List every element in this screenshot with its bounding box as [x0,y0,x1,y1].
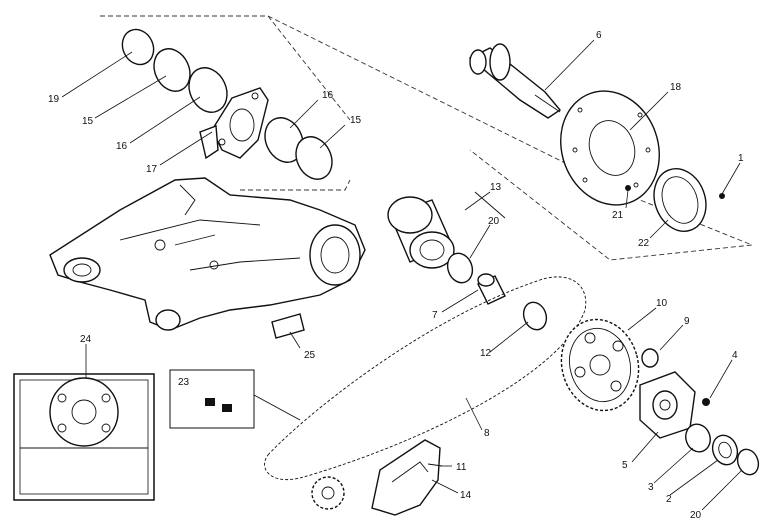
caliper-bracket-17 [199,87,269,160]
callout-23: 23 [178,377,190,388]
brake-disc-18 [560,90,660,206]
rear-hub-6 [468,43,562,119]
callout-5: 5 [622,460,628,471]
front-sprocket [311,476,345,510]
circlip-20-lower [736,448,760,476]
callout-12: 12 [480,348,492,359]
callout-1: 1 [738,153,744,164]
ring-20-upper [446,252,474,284]
callout-6-hub: 6 [596,30,602,41]
inset-box-24 [13,373,155,501]
callout-10: 10 [656,298,668,309]
sprocket-flange-5 [639,371,696,439]
callout-13: 13 [490,182,502,193]
inset-box-23 [169,369,301,429]
callout-15-right: 15 [350,115,362,126]
callout-4: 4 [732,350,738,361]
callout-18: 18 [670,82,682,93]
drive-chain-8 [264,276,587,480]
callout-15-left: 15 [82,116,94,127]
callout-24: 24 [80,334,92,345]
callout-20-upper: 20 [488,216,500,227]
seal-ring-15-left [153,48,191,92]
callout-16-left: 16 [116,141,128,152]
rear-sprocket-10 [560,318,640,412]
leader-lines [61,39,743,511]
sensor-ring-22 [653,168,707,232]
callout-21: 21 [612,210,624,221]
sprocket-cover-14 [371,439,441,516]
washer-3 [685,423,711,453]
callout-9: 9 [684,316,690,327]
callout-14: 14 [460,490,472,501]
callout-8: 8 [484,428,490,439]
spacer-12 [522,301,548,331]
bushing-7 [477,273,506,305]
callout-17: 17 [146,164,158,175]
callout-16-right: 16 [322,90,334,101]
callout-7: 7 [432,310,438,321]
callout-2: 2 [666,494,672,505]
nut-9 [641,348,659,368]
o-ring-16-right [264,117,304,163]
seal-ring-15-right [295,136,333,180]
callout-labels: 19 15 16 17 16 15 6 18 1 21 22 13 20 7 1… [48,30,744,521]
callout-11: 11 [456,462,467,473]
bolt-1 [719,193,725,199]
assembly-boundary-lines [100,15,753,261]
callout-19: 19 [48,94,60,105]
circlip-19 [121,28,155,66]
callout-22: 22 [638,238,650,249]
screw-11 [427,463,443,467]
callout-25: 25 [304,350,316,361]
plate-25 [271,313,305,339]
o-ring-16-left [188,67,228,113]
swingarm [49,177,366,331]
bearing-2 [711,434,739,466]
bolt-4 [702,398,710,406]
eccentric-hub-13 [387,191,506,269]
callout-20-lower: 20 [690,510,702,521]
callout-3: 3 [648,482,654,493]
